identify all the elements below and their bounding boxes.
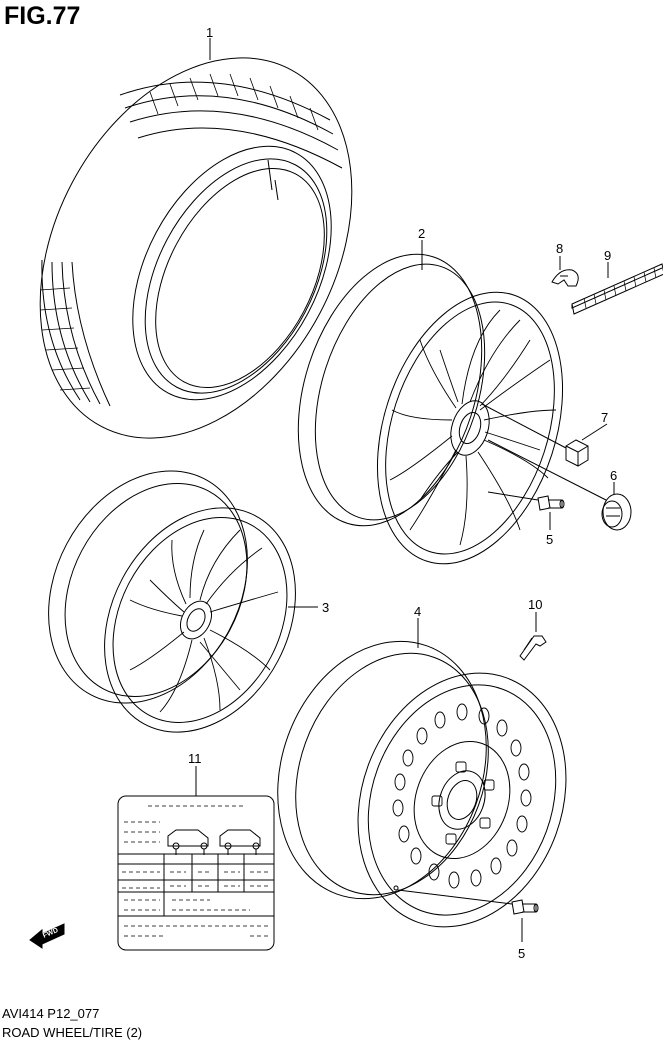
leader-7b xyxy=(581,423,608,441)
footer-code: AVI414 P12_077 xyxy=(2,1006,100,1021)
valve-upper xyxy=(537,495,565,511)
callout-11: 11 xyxy=(188,751,202,766)
callout-9: 9 xyxy=(604,248,611,263)
valve-lower xyxy=(511,899,539,915)
callout-1: 1 xyxy=(206,25,213,40)
alloy-wheel-lower xyxy=(48,470,296,733)
tire-pressure-label xyxy=(117,795,275,951)
center-cap xyxy=(601,493,632,531)
leader-5a-stem xyxy=(487,491,539,501)
leader-6 xyxy=(487,439,607,501)
callout-8: 8 xyxy=(556,241,563,256)
callout-10: 10 xyxy=(528,597,542,612)
callout-5-lower: 5 xyxy=(518,946,525,961)
callout-3: 3 xyxy=(322,600,329,615)
balance-clip xyxy=(551,269,579,287)
callout-7: 7 xyxy=(601,410,608,425)
leader-7 xyxy=(481,403,567,449)
wheel-nut xyxy=(565,439,589,467)
weight-clip xyxy=(519,635,547,661)
alloy-wheel-upper xyxy=(297,253,564,565)
figure-title: FIG.77 xyxy=(4,2,81,30)
callout-6: 6 xyxy=(610,468,617,483)
footer-caption: ROAD WHEEL/TIRE (2) xyxy=(2,1025,143,1040)
callout-2: 2 xyxy=(418,226,425,241)
callout-4: 4 xyxy=(414,604,421,619)
callout-5-upper: 5 xyxy=(546,532,553,547)
leader-5b-stem xyxy=(397,889,513,905)
fwd-arrow-icon: FWD xyxy=(29,923,65,949)
steel-wheel xyxy=(277,640,567,928)
tire xyxy=(39,57,353,439)
balance-weight-strip xyxy=(571,263,663,315)
